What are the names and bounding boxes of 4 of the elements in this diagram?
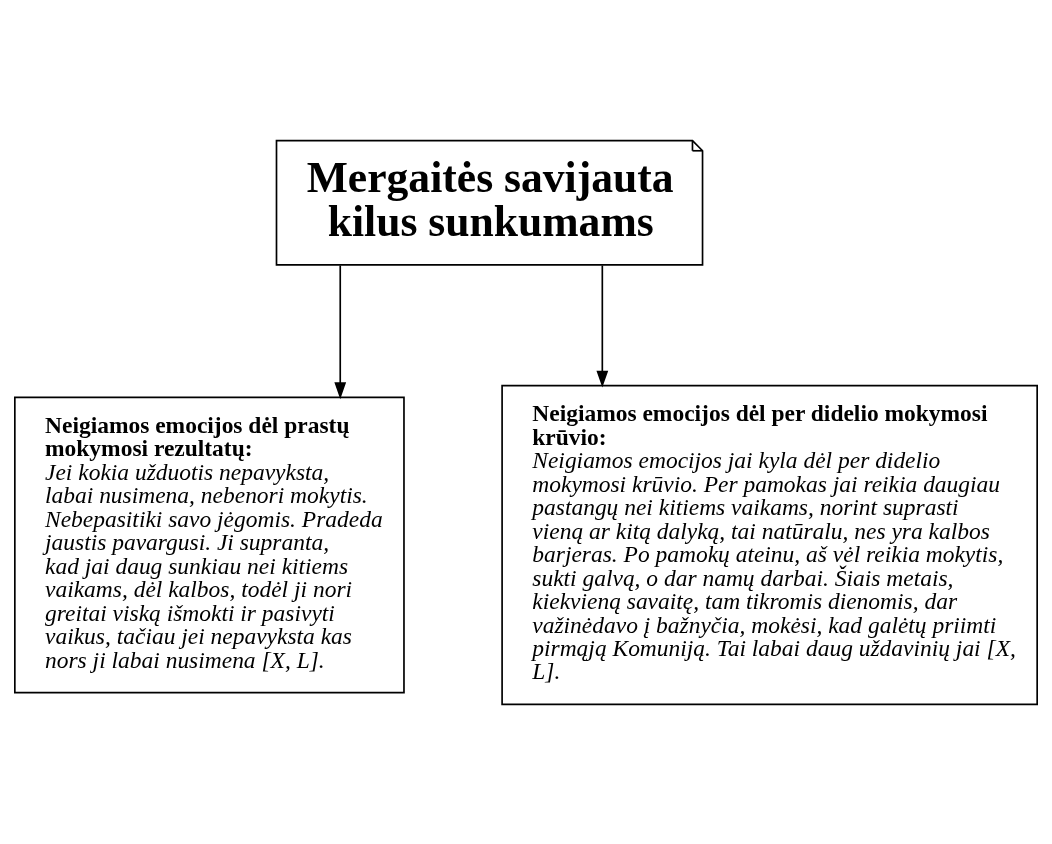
node-box: Neigiamos emocijos dėl prastų mokymosi rezultatų: Jei kokia užduotis nepavyksta, labai nusimena, nebenori mokytis. Nebepasitiki savo jėgomis. Pradeda jaustis pavargusi. Ji supranta, kad jai daug sunkiau nei kitiems vaikams, dėl kalbos, todėl ji nori greitai viską išmokti ir pasivyti vaikus, tačiau jei nepavyksta kas nors ji labai nusimena [X, L]. [14,396,405,693]
node-box: Neigiamos emocijos dėl per didelio mokymosi krūvio: Neigiamos emocijos jai kyla dėl per didelio mokymosi krūvio. Per pamokas jai reikia daugiau pastangų nei kitiems vaikams, norint suprasti vieną ar kitą dalyką, tai natūralu, nes yra kalbos barjeras. Po pamokų ateinu, aš vėl reikia mokytis, sukti galvą, o dar namų darbai. Šiais metais, kiekvieną savaitę, tam tikromis dienomis, dar važinėdavo į bažnyčia, mokėsi, kad galėtų priimti pirmąją Komuniją. Tai labai daug uždavinių jai [X, L]. [501,384,1038,705]
arrow [596,264,609,388]
arrow [334,264,347,399]
